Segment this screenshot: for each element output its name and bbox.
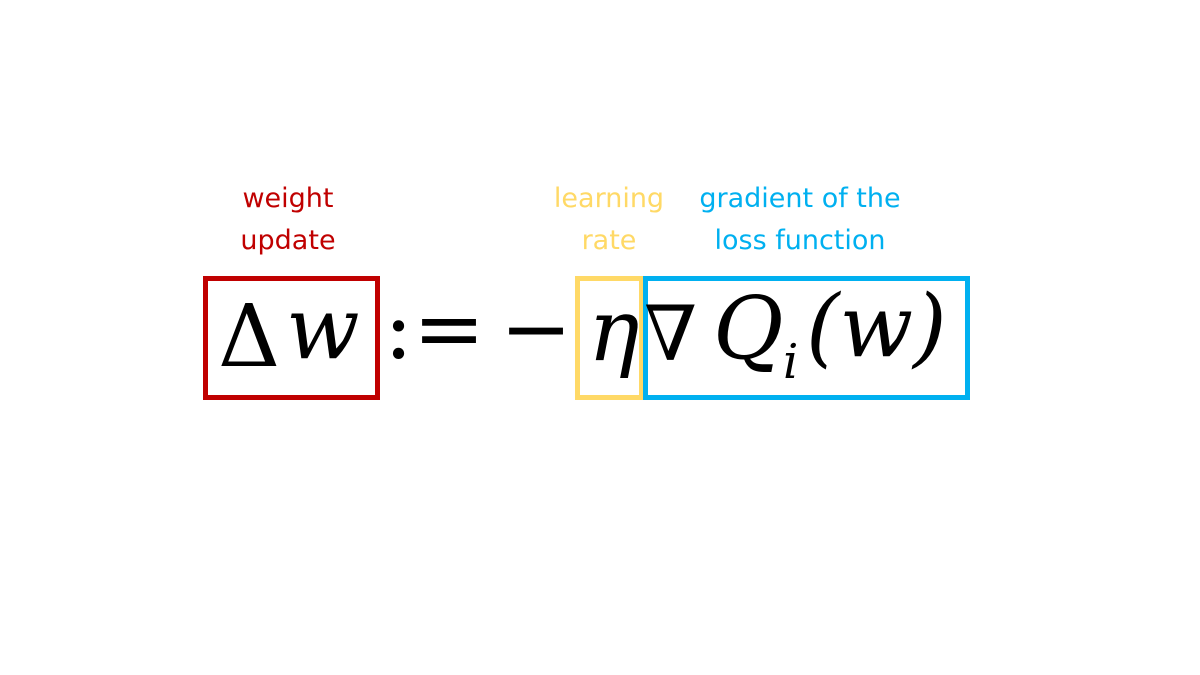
weight-update-label-line1: weight (242, 183, 334, 214)
gradient-label-line1: gradient of the (699, 183, 901, 214)
delta-symbol: Δ (218, 287, 281, 387)
gradient-label-line2: loss function (714, 225, 886, 256)
assignment-operator: := (384, 279, 486, 379)
loss-subscript: i (783, 334, 799, 390)
loss-argument: (w) (806, 277, 947, 377)
gradient-box (643, 276, 970, 400)
weight-variable: w (286, 279, 360, 379)
weight-update-label: weight update (208, 178, 368, 262)
weight-update-box (203, 276, 380, 400)
eta-symbol: η (588, 281, 640, 381)
minus-sign: − (500, 279, 573, 379)
gradient-label: gradient of the loss function (680, 178, 920, 262)
learning-rate-label: learning rate (540, 178, 678, 262)
learning-rate-box (575, 276, 644, 400)
weight-update-label-line2: update (240, 225, 336, 256)
learning-rate-label-line1: learning (553, 183, 665, 214)
learning-rate-label-line2: rate (581, 225, 637, 256)
nabla-symbol: ∇ (644, 289, 698, 378)
loss-function-symbol: Q (713, 279, 784, 379)
